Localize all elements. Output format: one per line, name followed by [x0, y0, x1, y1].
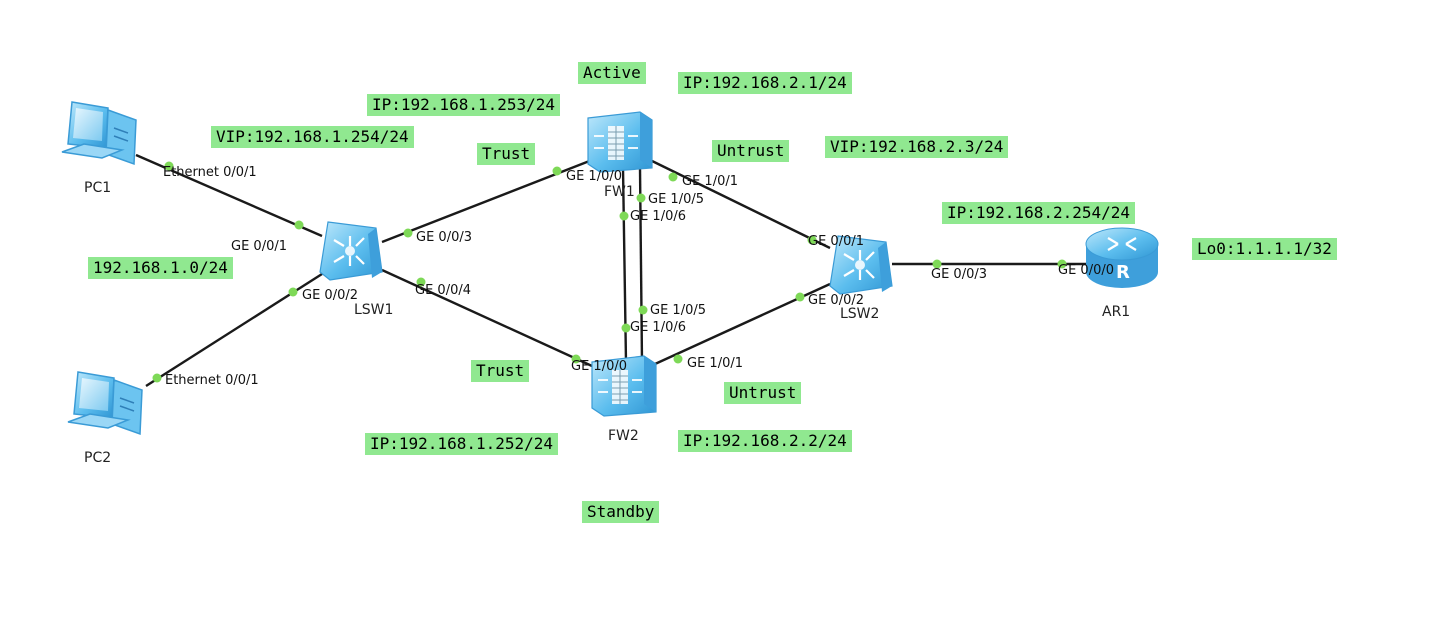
port-dot	[416, 277, 426, 287]
port-dot	[932, 259, 942, 269]
link-lsw1-fw2	[381, 268, 593, 368]
svg-text:R: R	[1116, 262, 1130, 283]
device-name-lsw2: LSW2	[840, 306, 880, 322]
device-name-ar1: AR1	[1102, 304, 1131, 320]
link-fw1-lsw2	[649, 158, 831, 250]
port-dot	[673, 354, 683, 364]
vip-label-untrust: VIP:192.168.2.3/24	[825, 136, 1009, 158]
port-dot	[638, 305, 648, 315]
port-dot	[807, 235, 817, 245]
port-dot	[1057, 259, 1067, 269]
zone-label-untrust-bottom: Untrust	[724, 382, 802, 404]
role-label-standby: Standby	[582, 501, 660, 523]
device-name-pc1: PC1	[84, 180, 112, 196]
port-dot	[636, 193, 646, 203]
port-label: GE 1/0/5	[648, 192, 704, 207]
zone-label-trust-bottom: Trust	[471, 360, 530, 382]
firewall-icon[interactable]	[587, 111, 653, 173]
device-name-pc2: PC2	[84, 450, 112, 466]
vip-label-trust: VIP:192.168.1.254/24	[211, 126, 414, 148]
pc-icon[interactable]	[67, 371, 143, 436]
port-dot	[152, 373, 162, 383]
port-label: Ethernet 0/0/1	[163, 165, 257, 180]
device-name-fw1: FW1	[604, 184, 635, 200]
port-dot	[288, 287, 298, 297]
switch-icon[interactable]	[319, 221, 383, 281]
port-label: GE 1/0/1	[687, 356, 743, 371]
ip-label-fw1-untrust: IP:192.168.2.1/24	[678, 72, 852, 94]
port-dot	[668, 172, 678, 182]
firewall-icon[interactable]	[591, 355, 657, 417]
port-label: GE 0/0/2	[808, 293, 864, 308]
port-dot	[294, 220, 304, 230]
port-dot	[552, 166, 562, 176]
port-label: GE 0/0/3	[931, 267, 987, 282]
port-dot	[619, 211, 629, 221]
zone-label-trust-top: Trust	[477, 143, 536, 165]
port-label: GE 0/0/1	[808, 234, 864, 249]
pc-icon[interactable]	[61, 101, 137, 166]
switch-icon[interactable]	[829, 235, 893, 295]
port-dot	[403, 228, 413, 238]
port-label: GE 1/0/0	[571, 359, 627, 374]
port-label: GE 0/0/0	[1058, 263, 1114, 278]
port-label: GE 1/0/6	[630, 320, 686, 335]
port-dot	[164, 161, 174, 171]
ip-label-ar1: IP:192.168.2.254/24	[942, 202, 1136, 224]
port-label: GE 1/0/5	[650, 303, 706, 318]
router-icon[interactable]: R	[1085, 227, 1159, 288]
port-label: GE 0/0/4	[415, 283, 471, 298]
role-label-active: Active	[578, 62, 646, 84]
ip-label-loopback: Lo0:1.1.1.1/32	[1192, 238, 1337, 260]
ip-label-fw2-trust: IP:192.168.1.252/24	[365, 433, 559, 455]
device-name-fw2: FW2	[608, 428, 639, 444]
ip-label-fw1-trust: IP:192.168.1.253/24	[367, 94, 561, 116]
ip-label-fw2-untrust: IP:192.168.2.2/24	[678, 430, 852, 452]
port-label: GE 1/0/0	[566, 169, 622, 184]
zone-label-untrust-top: Untrust	[712, 140, 790, 162]
subnet-label-lan: 192.168.1.0/24	[88, 257, 233, 279]
port-label: GE 0/0/2	[302, 288, 358, 303]
port-dot	[621, 323, 631, 333]
port-dot	[571, 354, 581, 364]
device-name-lsw1: LSW1	[354, 302, 394, 318]
port-label: Ethernet 0/0/1	[165, 373, 259, 388]
port-dot	[795, 292, 805, 302]
port-label: GE 0/0/1	[231, 239, 287, 254]
port-label: GE 1/0/1	[682, 174, 738, 189]
port-label: GE 1/0/6	[630, 209, 686, 224]
port-label: GE 0/0/3	[416, 230, 472, 245]
